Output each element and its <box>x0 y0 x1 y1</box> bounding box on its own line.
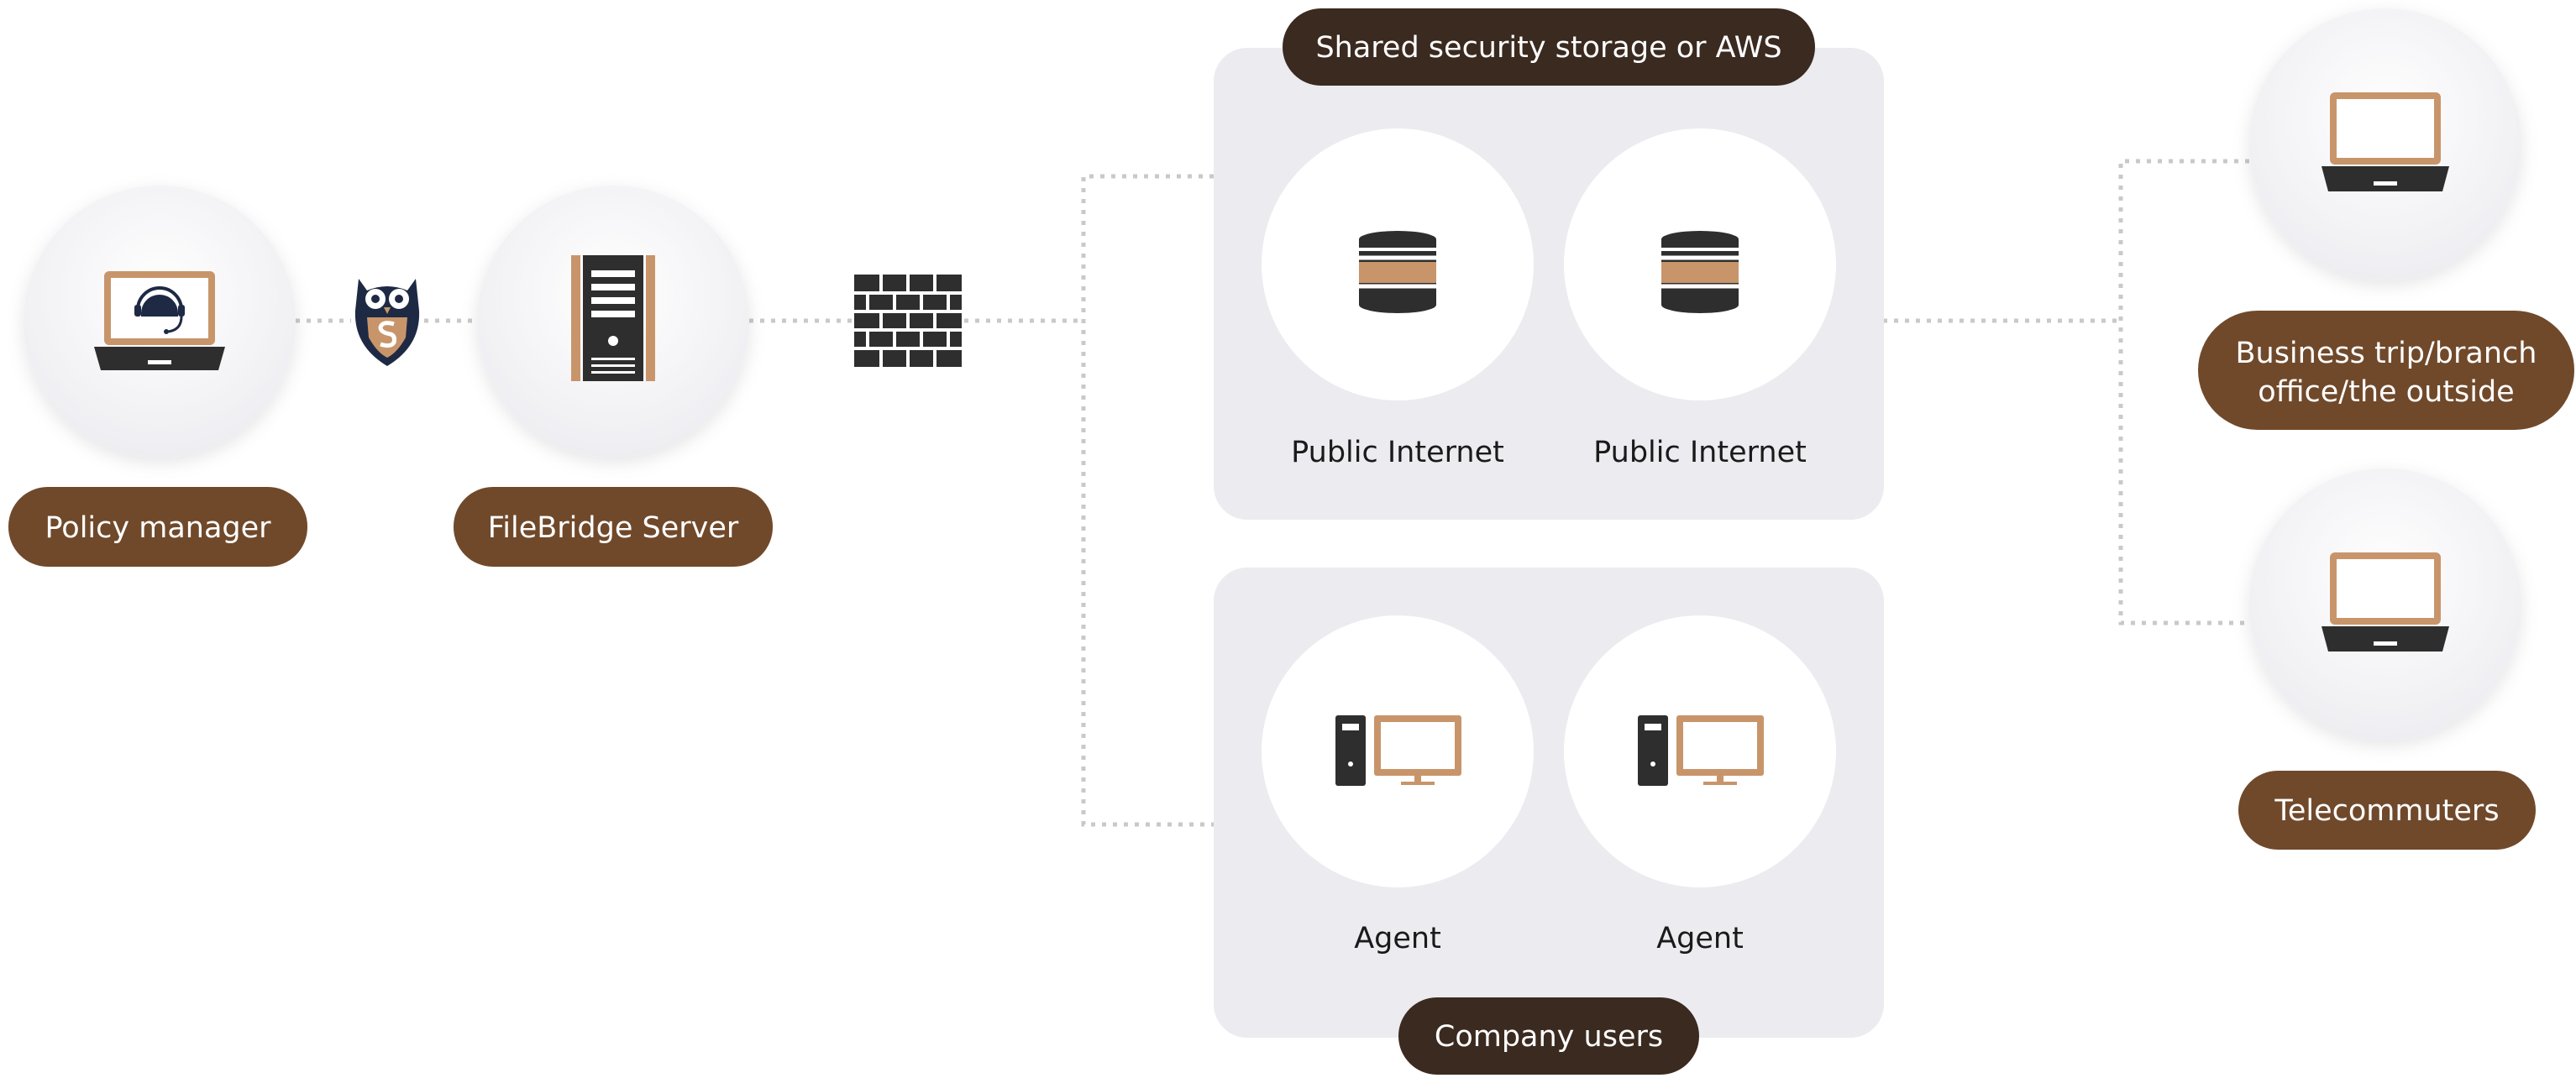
policy-manager-pill: Policy manager <box>8 487 307 567</box>
storage-item-1: Public Internet <box>1262 128 1534 469</box>
business-trip-pill: Business trip/branch office/the outside <box>2198 311 2574 430</box>
storage-panel-title-pill: Shared security storage or AWS <box>1283 8 1815 86</box>
company-panel: Agent Agent Company users <box>1214 568 1884 1075</box>
company-panel-title-pill: Company users <box>1398 997 1699 1075</box>
telecommuters-label: Telecommuters <box>2274 794 2499 828</box>
telecommuters-pill: Telecommuters <box>2238 771 2536 850</box>
policy-manager-node: Policy manager <box>8 186 307 567</box>
laptop-icon <box>2322 552 2449 652</box>
storage-item-2: Public Internet <box>1564 128 1836 469</box>
owl-shield-icon <box>354 279 420 366</box>
storage-item-label: Public Internet <box>1593 436 1807 469</box>
laptop-headset-icon <box>94 271 225 370</box>
business-trip-label-line2: office/the outside <box>2258 375 2514 409</box>
agent-item-label: Agent <box>1354 922 1441 955</box>
database-icon <box>1359 231 1436 313</box>
connector-branch-storage-company <box>1081 174 1214 827</box>
business-trip-node: Business trip/branch office/the outside <box>2198 8 2574 430</box>
storage-panel-title: Shared security storage or AWS <box>1315 31 1781 65</box>
storage-panel: Public Internet Public Internet Shared s… <box>1214 8 1884 520</box>
agent-item-label: Agent <box>1656 922 1744 955</box>
policy-manager-label: Policy manager <box>45 511 271 545</box>
desktop-pc-icon <box>1638 715 1764 786</box>
agent-item-2: Agent <box>1564 615 1836 955</box>
business-trip-label-line1: Business trip/branch <box>2236 337 2537 370</box>
agent-item-1: Agent <box>1262 615 1534 955</box>
desktop-pc-icon <box>1335 715 1461 786</box>
storage-item-label: Public Internet <box>1291 436 1504 469</box>
laptop-icon <box>2322 92 2449 191</box>
filebridge-server-pill: FileBridge Server <box>454 487 773 567</box>
database-icon <box>1661 231 1739 313</box>
company-panel-title: Company users <box>1435 1020 1663 1054</box>
firewall-icon <box>854 275 962 367</box>
filebridge-server-node: FileBridge Server <box>454 186 773 567</box>
telecommuters-node: Telecommuters <box>2238 468 2536 850</box>
connectors <box>296 159 2249 827</box>
server-tower-icon <box>571 255 655 381</box>
filebridge-server-label: FileBridge Server <box>488 511 739 545</box>
